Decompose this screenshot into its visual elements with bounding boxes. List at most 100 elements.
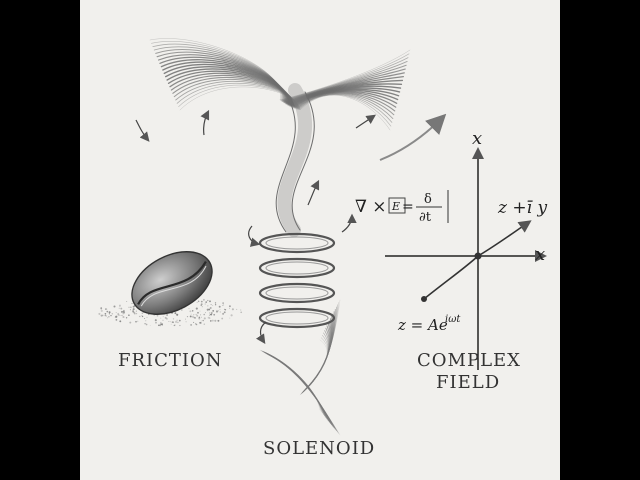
grit-dot [102, 315, 104, 317]
phasor-start-point [421, 296, 427, 302]
grit-dot [185, 321, 186, 322]
coil-arrow-up [308, 182, 318, 205]
grit-dot [218, 310, 219, 311]
grit-dot [190, 324, 192, 326]
grit-dot [170, 321, 171, 322]
fraction-numerator: δ [424, 192, 432, 207]
grit-dot [225, 309, 226, 310]
grit-dot [196, 314, 197, 315]
grit-dot [202, 306, 203, 307]
grit-dot [222, 302, 223, 303]
grit-dot [158, 324, 160, 326]
grit-dot [200, 314, 201, 315]
grit-dot [198, 318, 200, 320]
equation-e-symbol: E [391, 200, 400, 213]
grit-dot [197, 302, 198, 303]
grit-dot [176, 314, 177, 315]
grit-dot [126, 317, 127, 318]
grit-dot [163, 316, 164, 317]
coil-arrow-bottom [261, 322, 267, 342]
phasor-exponent: iωt [445, 314, 461, 325]
complex-plane [385, 150, 544, 370]
grit-dot [175, 321, 177, 323]
swirl-arrow-right [356, 116, 374, 128]
grit-dot [142, 313, 143, 314]
grit-dot [179, 320, 181, 322]
z-plus-iy-label: z +ī y [497, 198, 547, 218]
grit-dot [144, 323, 145, 324]
grit-dot [168, 321, 169, 322]
grit-dot [209, 300, 211, 302]
grit-dot [117, 313, 119, 315]
grit-dot [172, 321, 174, 323]
grit-dot [190, 315, 192, 317]
grit-dot [197, 312, 199, 314]
grit-dot [208, 317, 210, 319]
grit-dot [209, 315, 210, 316]
friction-label: FRICTION [118, 350, 223, 371]
grit-dot [123, 312, 124, 313]
grit-dot [119, 320, 121, 322]
grit-dot [106, 311, 108, 313]
equation-nabla-cross: ∇ × [355, 197, 387, 217]
grit-dot [205, 312, 206, 313]
grit-dot [185, 319, 186, 320]
grit-dot [121, 311, 123, 313]
grit-dot [132, 310, 134, 312]
grit-dot [129, 322, 131, 324]
grit-dot [109, 311, 111, 313]
grit-dot [232, 308, 234, 310]
lower-vortex [260, 300, 340, 435]
grit-dot [201, 321, 202, 322]
grit-dot [130, 307, 131, 308]
grit-dot [200, 311, 201, 312]
complex-label: COMPLEX [417, 350, 521, 371]
grit-dot [128, 314, 130, 316]
origin-point [475, 253, 482, 260]
grit-dot [212, 320, 214, 322]
grit-dot [223, 305, 224, 306]
grit-dot [146, 317, 147, 318]
swirl-stroke [266, 316, 332, 420]
grit-dot [171, 324, 172, 325]
grit-dot [110, 315, 111, 316]
grit-dot [212, 305, 213, 306]
grit-dot [214, 320, 216, 322]
grit-dot [181, 309, 183, 311]
coil-arrow-right [342, 216, 352, 232]
grit-dot [204, 323, 205, 324]
grit-dot [210, 320, 212, 322]
grit-dot [205, 303, 206, 304]
grit-dot [130, 309, 131, 310]
grit-dot [210, 307, 212, 309]
grit-dot [231, 314, 233, 316]
grit-dot [224, 311, 226, 313]
grit-dot [126, 301, 127, 302]
grit-dot [198, 301, 200, 303]
grit-dot [146, 324, 148, 326]
grit-dot [122, 313, 123, 314]
grit-dot [142, 316, 143, 317]
grit-dot [120, 315, 121, 316]
grit-dot [145, 320, 146, 321]
grit-dot [221, 318, 223, 320]
grit-dot [165, 317, 167, 319]
grit-dot [144, 318, 145, 319]
illustration-canvas: ∇ × E = δ ∂t x x z +ī y z = Ae iωt FRICT… [80, 0, 560, 480]
grit-dot [211, 304, 212, 305]
grit-dot [160, 323, 162, 325]
grit-dot [222, 305, 223, 306]
grit-dot [220, 309, 221, 310]
grit-dot [120, 308, 122, 310]
grit-dot [98, 313, 100, 315]
grit-dot [155, 319, 157, 321]
grit-dot [202, 320, 204, 322]
grit-dot [222, 313, 224, 315]
grit-dot [189, 308, 190, 309]
grit-dot [177, 320, 178, 321]
swirl-arrow-mid [204, 112, 208, 135]
grit-dot [210, 314, 211, 315]
phasor-formula: z = Ae [397, 316, 448, 334]
grit-dot [193, 317, 195, 319]
grit-dot [174, 312, 176, 314]
